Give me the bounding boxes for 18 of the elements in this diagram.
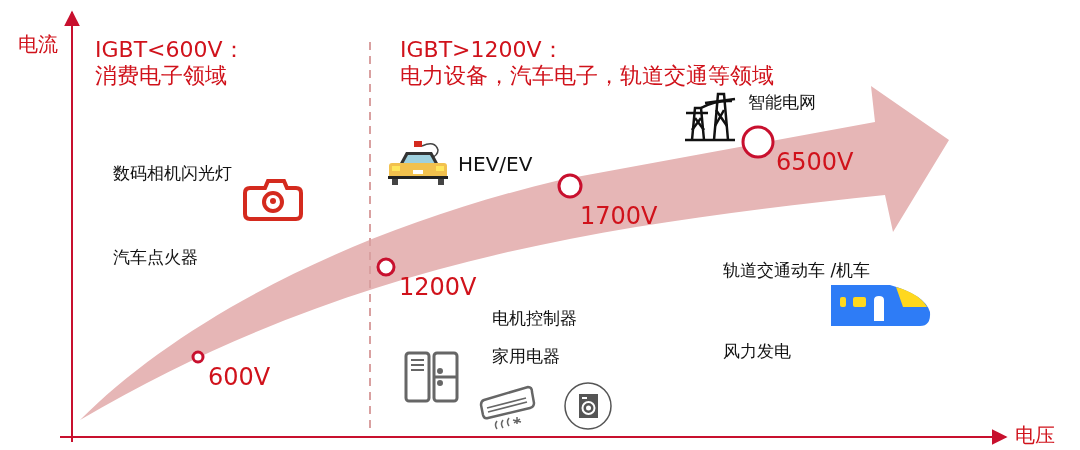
application-label: HEV/EV (458, 153, 533, 176)
application-label: 数码相机闪光灯 (113, 164, 232, 184)
application-label: 家用电器 (492, 347, 560, 367)
voltage-label: 1700V (580, 203, 658, 231)
application-label: 汽车点火器 (113, 248, 198, 268)
voltage-label: 600V (208, 364, 271, 392)
range-heading: 电力设备，汽车电子，轨道交通等领域 (400, 63, 774, 89)
application-label: 轨道交通动车 /机车 (723, 261, 871, 281)
range-heading: 消费电子领域 (95, 63, 227, 89)
application-label: 智能电网 (748, 93, 816, 113)
voltage-label: 6500V (776, 149, 854, 177)
voltage-label: 1200V (399, 274, 477, 302)
axis-label: 电压 (1015, 424, 1055, 447)
range-heading: IGBT<600V： (95, 37, 245, 63)
axis-label: 电流 (18, 33, 58, 56)
application-label: 风力发电 (723, 342, 791, 362)
application-label: 电机控制器 (492, 309, 577, 329)
range-heading: IGBT>1200V： (400, 37, 564, 63)
